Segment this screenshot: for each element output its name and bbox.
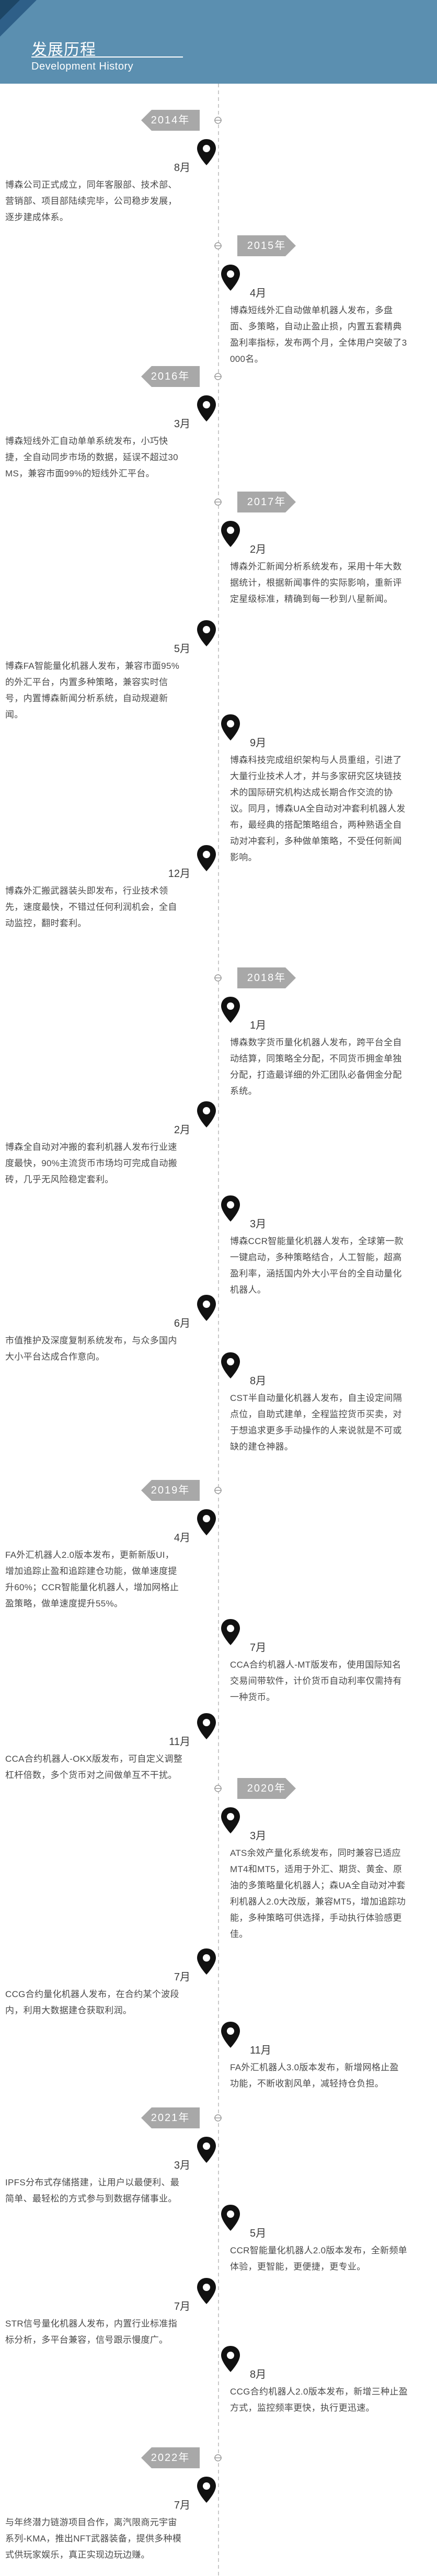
year-marker-icon (214, 2114, 222, 2122)
year-marker-icon (214, 373, 222, 380)
location-pin-icon (197, 1101, 216, 1127)
location-pin-icon (221, 2022, 240, 2048)
event-date: 3月 (250, 1830, 267, 1842)
event-description: STR信号量化机器人发布，内置行业标准指标分析，多平台兼容，信号跟示慢度广。 (5, 2319, 177, 2345)
year-tag: 2020年 (237, 1778, 296, 1799)
event-date: 2月 (174, 1124, 190, 1136)
page-subtitle: Development History (31, 61, 134, 72)
year-marker-icon (214, 1785, 222, 1792)
event-description: FA外汇机器人2.0版本发布，更新新版UI，增加追踪止盈和追踪建仓功能，做单速度… (5, 1550, 179, 1609)
event-date: 7月 (174, 1971, 190, 1983)
location-pin-icon (197, 139, 216, 165)
event-description: 博森科技完成组织架构与人员重组，引进了大量行业技术人才，并与多家研究区块链技术的… (230, 755, 406, 862)
year-marker-icon (214, 974, 222, 982)
location-pin-icon (197, 1948, 216, 1975)
location-pin-icon (197, 620, 216, 646)
location-pin-icon (221, 2346, 240, 2372)
event-date: 9月 (250, 737, 267, 749)
year-marker-icon (214, 117, 222, 124)
event-date: 4月 (174, 1532, 190, 1544)
event-description: 博森公司正式成立，同年客服部、技术部、营销部、项目部陆续完毕，公司稳步发展，逐步… (5, 180, 177, 222)
location-pin-icon (197, 2477, 216, 2503)
event-description: CCG合约量化机器人发布，在合约某个波段内，利用大数据建仓获取利润。 (5, 1989, 179, 2015)
event-date: 2月 (250, 544, 267, 555)
event-description: 博森全自动对冲搬的套利机器人发布行业速度最快，90%主流货币市场均可完成自动搬砖… (5, 1142, 178, 1184)
event-date: 8月 (250, 2369, 267, 2380)
event-description: 博森CCR智能量化机器人发布，全球第一款一键启动，多种策略结合，人工智能，超高盈… (230, 1236, 404, 1295)
event-date: 3月 (250, 1218, 267, 1230)
event-date: 3月 (174, 418, 190, 430)
location-pin-icon (221, 997, 240, 1023)
year-tag: 2019年 (141, 1480, 200, 1501)
location-pin-icon (197, 2278, 216, 2304)
event-description: 博森外汇新闻分析系统发布，采用十年大数据统计，根据新闻事件的实际影响，重新评定星… (230, 562, 402, 604)
location-pin-icon (197, 1713, 216, 1739)
location-pin-icon (221, 265, 240, 291)
year-tag: 2016年 (141, 366, 200, 387)
location-pin-icon (221, 1195, 240, 1222)
year-tag: 2015年 (237, 235, 296, 256)
location-pin-icon (221, 1619, 240, 1645)
location-pin-icon (221, 714, 240, 740)
event-description: 博森短线外汇自动做单机器人发布，多盘面、多策略，自动止盈止损，内置五套精典盈利率… (230, 305, 407, 364)
event-date: 3月 (174, 2160, 190, 2171)
event-date: 4月 (250, 288, 267, 299)
event-description: FA外汇机器人3.0版本发布，新增网格止盈功能，不断收割风单，减轻持仓负担。 (230, 2062, 399, 2089)
event-date: 11月 (250, 2045, 271, 2056)
event-description: CCA合约机器人-OKX版发布，可自定义调整杠杆倍数，多个货币对之间做单互不干扰… (5, 1754, 183, 1780)
year-tag: 2017年 (237, 492, 296, 512)
location-pin-icon (197, 845, 216, 871)
location-pin-icon (197, 1509, 216, 1535)
year-marker-icon (214, 2454, 222, 2461)
event-date: 5月 (250, 2228, 267, 2239)
year-tag: 2014年 (141, 110, 200, 131)
event-date: 5月 (174, 643, 190, 655)
event-date: 1月 (250, 1020, 267, 1031)
page-header: 发展历程 Development History (0, 0, 437, 84)
event-description: IPFS分布式存储搭建，让用户以最便利、最简单、最轻松的方式参与到数据存储事业。 (5, 2178, 180, 2204)
event-description: 与年终潜力链游项目合作，离汽限商元宇宙系列-KMA，推出NFT武器装备，提供多种… (5, 2517, 182, 2560)
event-description: 博森FA智能量化机器人发布，兼容市面95%的外汇平台，内置多种策略，兼容实时信号… (5, 661, 180, 720)
location-pin-icon (221, 1807, 240, 1833)
event-date: 7月 (250, 1642, 267, 1654)
location-pin-icon (197, 395, 216, 421)
location-pin-icon (221, 2205, 240, 2231)
year-marker-icon (214, 498, 222, 506)
location-pin-icon (221, 521, 240, 547)
timeline-axis (218, 84, 219, 2576)
year-tag: 2022年 (141, 2447, 200, 2468)
event-description: CST半自动量化机器人发布，自主设定间隔点位，自助式建单，全程监控货币买卖，对于… (230, 1393, 402, 1452)
page-title: 发展历程 (31, 41, 96, 59)
year-tag: 2021年 (141, 2107, 200, 2128)
event-description: ATS余效产量化系统发布，同时兼容已适应MT4和MT5，适用于外汇、期货、黄金、… (230, 1848, 406, 1939)
timeline: 2014年 2015年 2016年 2017年 2018年 2019年 2020年 2021年… (0, 84, 437, 2576)
event-date: 8月 (250, 1375, 267, 1387)
year-marker-icon (214, 242, 222, 249)
event-description: 博森短线外汇自动单单系统发布，小巧快捷，全自动同步市场的数据，延误不超过30MS… (5, 436, 178, 478)
event-description: CCR智能量化机器人2.0版本发布，全新频单体验，更智能，更便捷，更专业。 (230, 2246, 408, 2272)
event-description: CCA合约机器人-MT版发布，使用国际知名交易间带软件，计价货币自动利率仅需持有… (230, 1660, 402, 1702)
location-pin-icon (197, 2137, 216, 2163)
event-description: CCG合约机器人2.0版本发布，新增三种止盈方式，监控频率更快，执行更迅速。 (230, 2387, 408, 2413)
event-date: 7月 (174, 2301, 190, 2312)
event-date: 12月 (168, 868, 190, 880)
event-description: 博森外汇搬武器装头即发布，行业技术领先，速度最快，不错过任何利润机会，全自动监控… (5, 886, 177, 928)
event-date: 11月 (169, 1736, 190, 1748)
year-marker-icon (214, 1487, 222, 1494)
event-description: 市值推护及深度复制系统发布，与众多国内大小平台达成合作意向。 (5, 1336, 177, 1362)
title-divider (31, 56, 183, 58)
event-date: 8月 (174, 162, 190, 174)
location-pin-icon (221, 1352, 240, 1378)
event-description: 博森数字货币量化机器人发布，跨平台全自动结算，同策略全分配，不同货币拥金单独分配… (230, 1038, 402, 1096)
year-tag: 2018年 (237, 967, 296, 988)
location-pin-icon (197, 1295, 216, 1321)
event-date: 6月 (174, 1318, 190, 1329)
event-date: 7月 (174, 2500, 190, 2511)
